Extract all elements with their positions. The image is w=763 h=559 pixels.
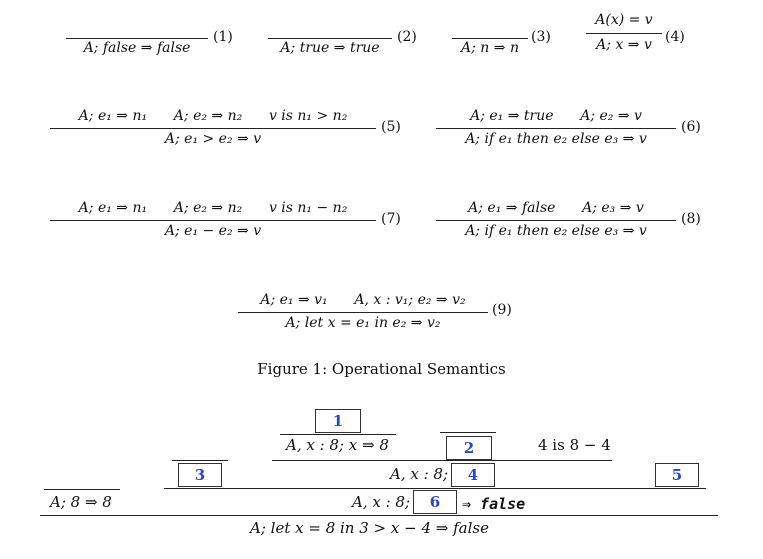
final-judgment: A; let x = 8 in 3 > x − 4 ⇒ false [250, 519, 489, 537]
figure-caption: Figure 1: Operational Semantics [257, 360, 506, 378]
rule-4: A(x) = v A; x ⇒ v [586, 12, 662, 60]
left-leaf: A; 8 ⇒ 8 [50, 493, 112, 511]
rule-5-number: (5) [381, 119, 401, 135]
box-3-bar [172, 460, 228, 461]
rule-8-number: (8) [681, 211, 701, 227]
rule-8: A; e₁ ⇒ false A; e₃ ⇒ v A; if e₁ then e₂… [436, 200, 676, 242]
left-leaf-bar [44, 489, 120, 490]
rule-3-conclusion: A; n ⇒ n [461, 40, 519, 56]
rule-9: A; e₁ ⇒ v₁ A, x : v₁; e₂ ⇒ v₂ A; let x =… [238, 292, 488, 334]
box-1[interactable]: 1 [315, 409, 361, 433]
rule-6-number: (6) [681, 119, 701, 135]
rule-3: A; n ⇒ n [452, 28, 528, 64]
rule-7-number: (7) [381, 211, 401, 227]
rule-6-conclusion: A; if e₁ then e₂ else e₃ ⇒ v [465, 131, 647, 147]
rule-3-number: (3) [531, 29, 551, 45]
rule-2-bar [268, 38, 392, 39]
rule-8-premise: A; e₁ ⇒ false A; e₃ ⇒ v [468, 200, 644, 216]
lookup-judgment: A, x : 8; x ⇒ 8 [286, 436, 389, 454]
box-2[interactable]: 2 [446, 436, 492, 460]
rule-4-conclusion: A; x ⇒ v [596, 37, 652, 53]
rule-2: A; true ⇒ true [268, 28, 392, 64]
rule-1-number: (1) [213, 29, 233, 45]
rule-6-premise: A; e₁ ⇒ true A; e₂ ⇒ v [470, 108, 642, 124]
rule-4-premise: A(x) = v [595, 12, 653, 28]
rule-5-bar [50, 128, 376, 129]
rule-2-number: (2) [397, 29, 417, 45]
rule-5-conclusion: A; e₁ > e₂ ⇒ v [164, 131, 262, 147]
rule-8-conclusion: A; if e₁ then e₂ else e₃ ⇒ v [465, 223, 647, 239]
rule-9-bar [238, 312, 488, 313]
arith-judgment: 4 is 8 − 4 [538, 436, 611, 454]
box-3[interactable]: 3 [178, 463, 222, 487]
rule-9-premise: A; e₁ ⇒ v₁ A, x : v₁; e₂ ⇒ v₂ [260, 292, 466, 308]
rule-3-bar [452, 38, 528, 39]
box-5[interactable]: 5 [655, 463, 699, 487]
rule-7-conclusion: A; e₁ − e₂ ⇒ v [164, 223, 262, 239]
box-4[interactable]: 4 [451, 463, 495, 487]
rule-4-number: (4) [665, 29, 685, 45]
rule-9-conclusion: A; let x = e₁ in e₂ ⇒ v₂ [285, 315, 441, 331]
rule-7: A; e₁ ⇒ n₁ A; e₂ ⇒ n₂ v is n₁ − n₂ A; e₁… [50, 200, 376, 242]
middle-prefix: A, x : 8; [390, 465, 449, 483]
final-bar [40, 515, 718, 516]
lower-prefix: A, x : 8; [352, 493, 411, 511]
rule-2-conclusion: A; true ⇒ true [280, 40, 380, 56]
rule-6: A; e₁ ⇒ true A; e₂ ⇒ v A; if e₁ then e₂ … [436, 108, 676, 150]
box-6[interactable]: 6 [413, 490, 457, 514]
rule-1: A; false ⇒ false [66, 28, 208, 64]
lookup-bar [280, 434, 396, 435]
rule-9-number: (9) [492, 302, 512, 318]
lower-suffix: ⇒ false [462, 495, 526, 513]
rule-4-bar [586, 33, 662, 34]
rule-1-bar [66, 38, 208, 39]
rule-7-premise: A; e₁ ⇒ n₁ A; e₂ ⇒ n₂ v is n₁ − n₂ [78, 200, 348, 216]
rule-5: A; e₁ ⇒ n₁ A; e₂ ⇒ n₂ v is n₁ > n₂ A; e₁… [50, 108, 376, 150]
rule-5-premise: A; e₁ ⇒ n₁ A; e₂ ⇒ n₂ v is n₁ > n₂ [78, 108, 348, 124]
rule-1-conclusion: A; false ⇒ false [83, 40, 191, 56]
rule-6-bar [436, 128, 676, 129]
box-2-bar [440, 432, 496, 433]
middle-bar [272, 460, 612, 461]
lower-bar [164, 488, 706, 489]
rule-7-bar [50, 220, 376, 221]
rule-8-bar [436, 220, 676, 221]
